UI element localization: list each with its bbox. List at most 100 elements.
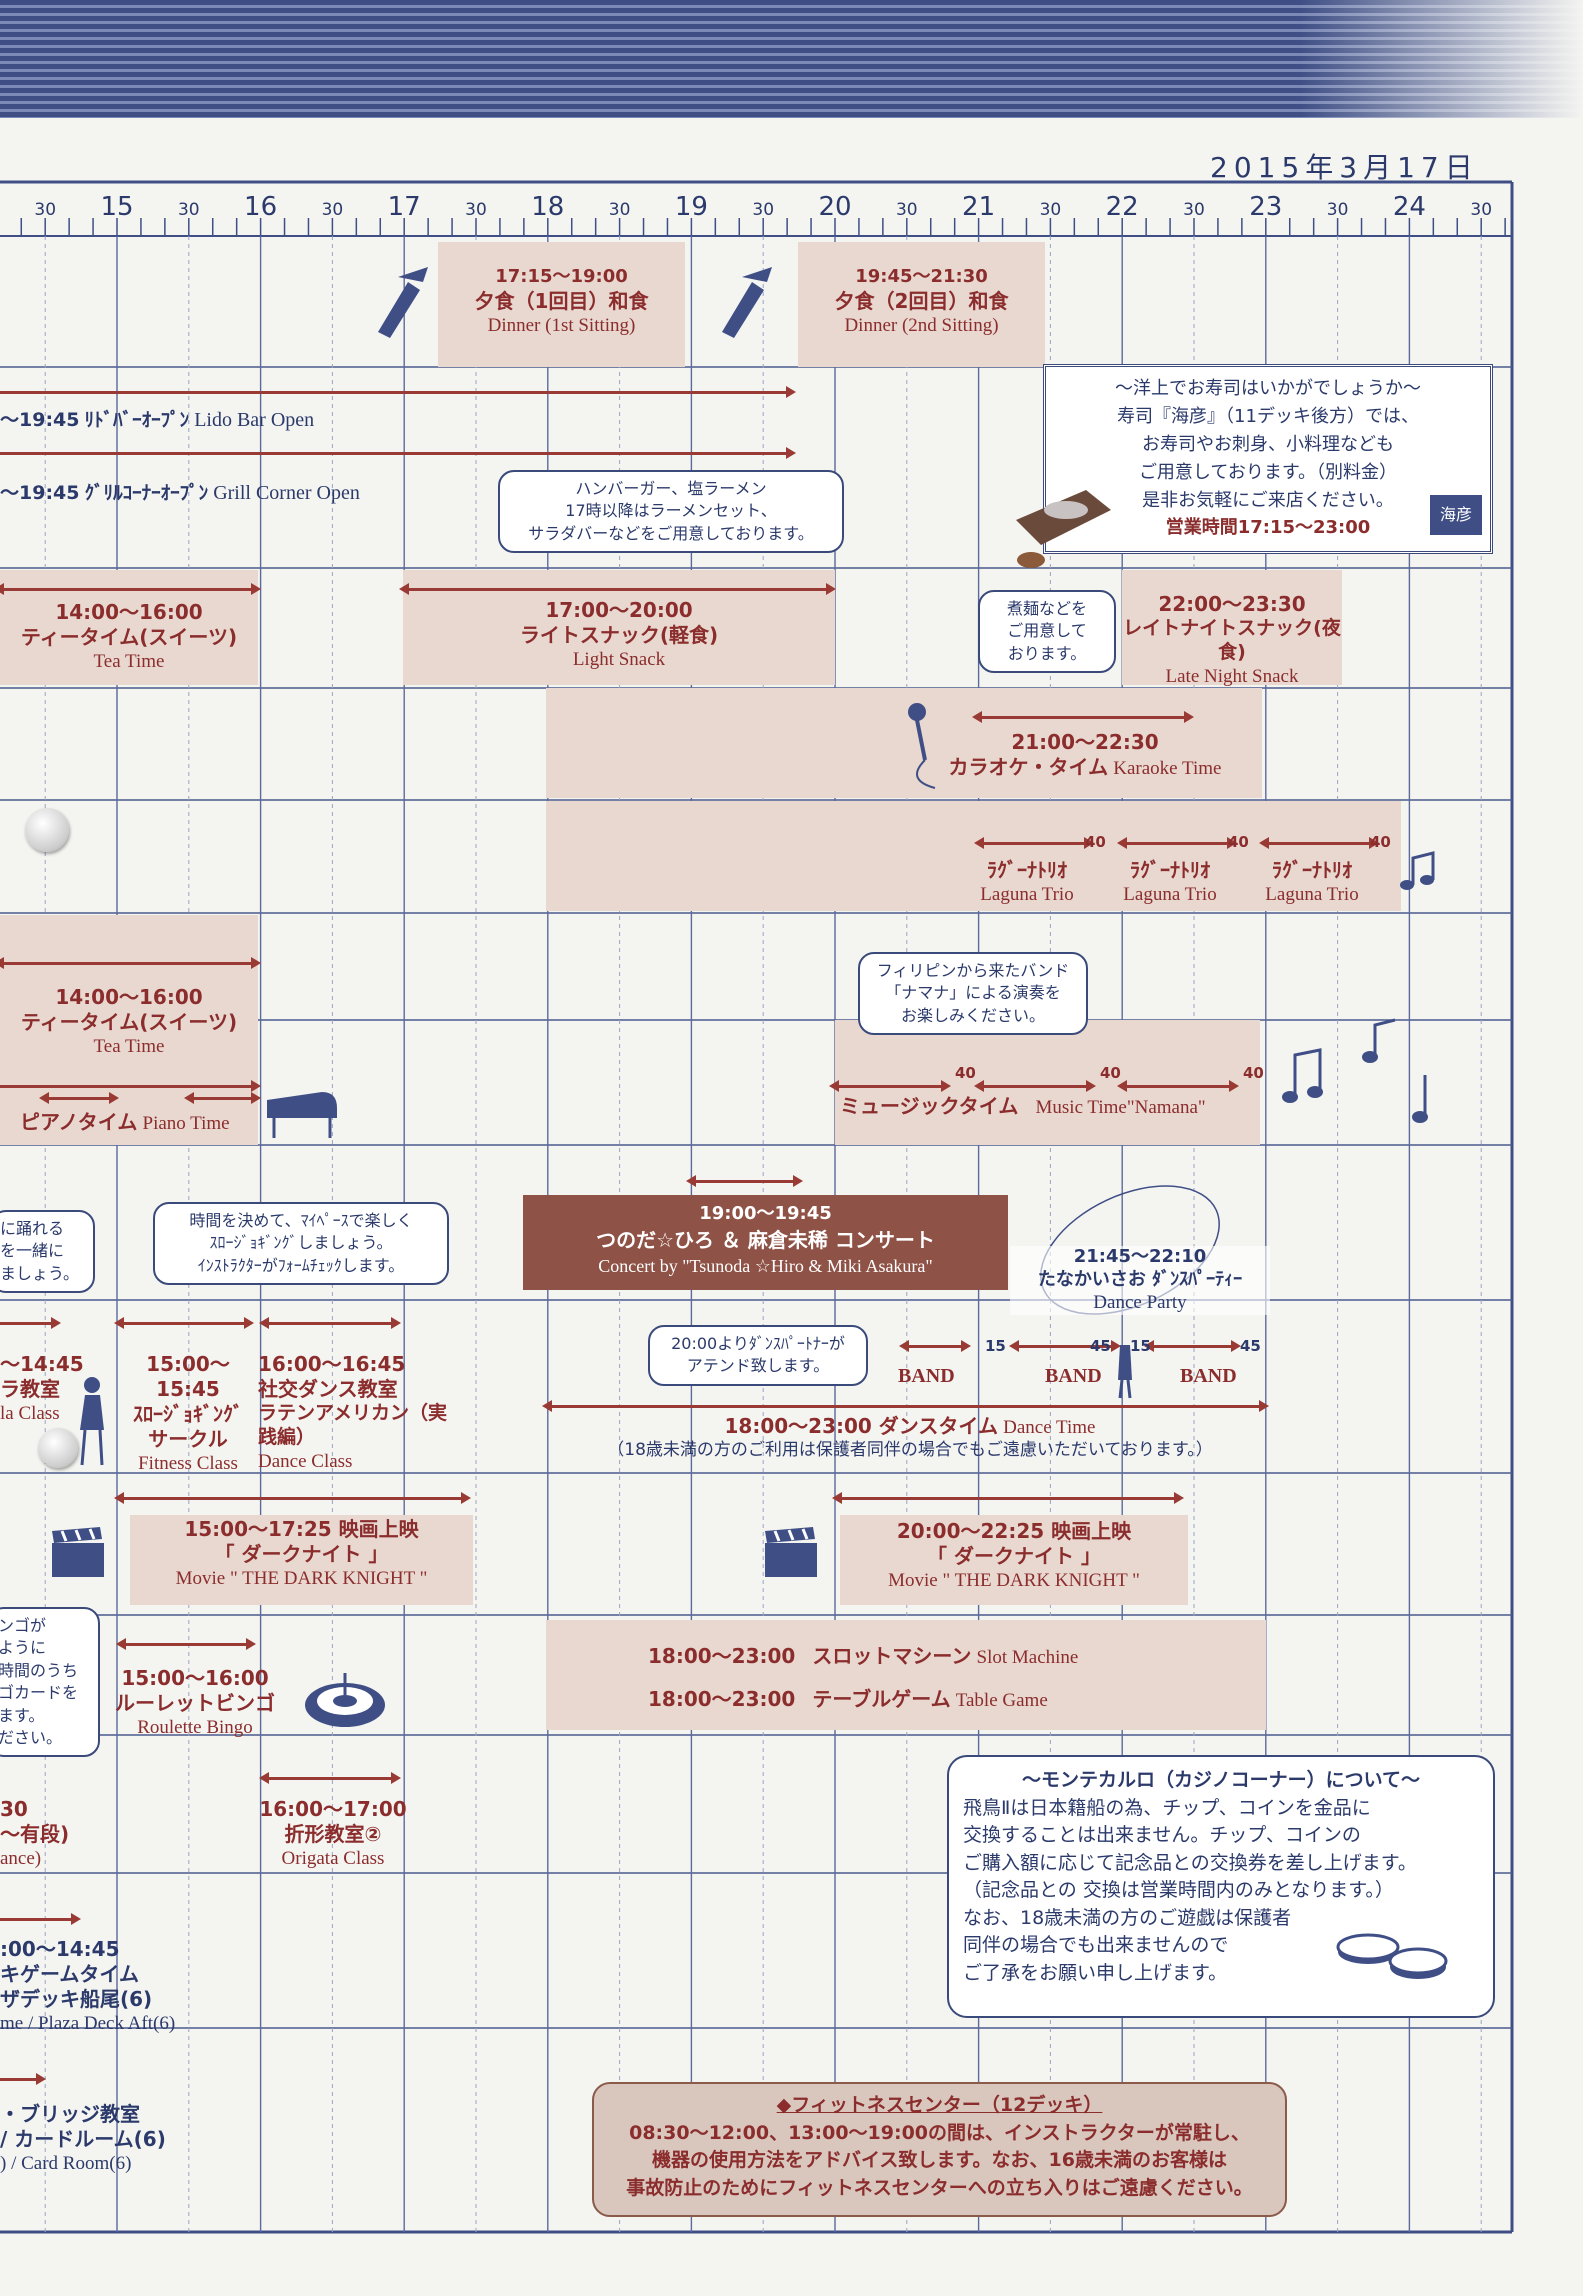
grill-bubble: ハンバーガー、塩ラーメン 17時以降はラーメンセット、 サラダバーなどをご用意し… [498,470,844,554]
fitness-line: 機器の使用方法をアドバイス致します。なお、16歳未満のお客様は [652,2149,1227,2172]
jog-bubble: 時間を決めて、ﾏｲﾍﾟｰｽで楽しく ｽﾛｰｼﾞｮｷﾞﾝｸﾞしましょう。 ｲﾝｽﾄ… [153,1202,449,1286]
half-hour-label: 30 [465,200,487,220]
concert-en: Concert by "Tsunoda ☆Hiro & Miki Asakura… [598,1256,933,1277]
left-dance-jp: 〜有段) [0,1822,70,1846]
light-arrow [399,583,836,595]
hour-label: 17 [388,192,421,222]
hula-jp: ラ教室 [0,1377,60,1401]
tea2: 14:00〜16:00 ティータイム(スイーツ) Tea Time [0,985,258,1059]
piano: ピアノタイム Piano Time [20,1110,230,1136]
dinner1-block [438,242,685,367]
karaoke-jp: カラオケ・タイム [948,755,1109,779]
slot: 18:00〜23:00 スロットマシーン Slot Machine [648,1644,1078,1670]
concert-time: 19:00〜19:45 [699,1203,832,1224]
dancers-icon [1118,1345,1132,1399]
bingo-bubble-line: ます。 [0,1705,45,1725]
partner-bubble-line: 20:00よりﾀﾞﾝｽﾊﾟｰﾄﾅｰが [671,1334,845,1353]
light-en: Light Snack [572,649,666,670]
left-dance-en: ance) [0,1848,42,1869]
hour-label: 23 [1249,192,1282,222]
plaza-en: me / Plaza Deck Aft(6) [0,2013,176,2034]
tea1-time: 14:00〜16:00 [55,600,203,624]
band-mins: 45 [1240,1337,1261,1355]
slot-jp: スロットマシーン [812,1644,972,1668]
movie2-arrow [832,1492,1184,1504]
tea2-en: Tea Time [93,1036,165,1057]
half-hour-label: 30 [1040,200,1062,220]
fitness-line: 08:30〜12:00、13:00〜19:00の間は、インストラクターが常駐し、 [629,2121,1250,2144]
band-arrow [1144,1340,1241,1352]
concert: 19:00〜19:45 つのだ☆ひろ ＆ 麻倉未稀 コンサート Concert … [523,1195,1008,1290]
dancetime-en: Dance Time [1003,1417,1096,1438]
plaza-jp2: ザデッキ船尾(6) [0,1987,153,2011]
lido-arrow [0,386,796,398]
tea2-arrow [0,957,261,969]
tea2-jp: ティータイム(スイーツ) [20,1010,238,1034]
sushi-logo: 海彦 [1430,495,1482,535]
clapperboard-icon [52,1527,104,1577]
casino-chips-icon [1336,1933,1448,1979]
party-jp: たなかいさお ﾀﾞﾝｽﾊﾟｰﾃｨｰ [1037,1268,1243,1290]
hour-label: 20 [818,192,851,222]
band-bubble-line: フィリピンから来たバンド [876,961,1070,980]
dance-bubble-left: に踊れる を一緒に ましょう。 [0,1210,95,1294]
jogging-arrow [114,1317,254,1329]
jog-bubble-line: ｲﾝｽﾄﾗｸﾀｰがﾌｫｰﾑﾁｪｯｸします。 [197,1255,405,1275]
dinner2-jp: 夕食（2回目）和食 [834,288,1009,313]
bridge: ・ブリッジ教室 / カードルーム(6) ) / Card Room(6) [0,2102,166,2176]
jog-bubble-line: ｽﾛｰｼﾞｮｷﾞﾝｸﾞしましょう。 [209,1233,393,1253]
grill-bubble-line: サラダバーなどをご用意しております。 [528,523,814,543]
music-notes-icon [1282,1018,1428,1123]
casino-line: 飛鳥Ⅱは日本籍船の為、チップ、コインを金品に [963,1796,1371,1819]
origami-time: 16:00〜17:00 [259,1797,407,1821]
laguna-mins: 40 [1370,833,1391,851]
casino-block [546,1620,1266,1730]
bingo-bubble: ンゴが ように 時間のうち ゴカードを ます。 ださい。 [0,1607,100,1758]
concert-arrow [686,1175,803,1187]
left-dance: 30 〜有段) ance) [0,1797,69,1871]
music-block [835,1020,1260,1145]
sushi-icon [1016,490,1111,568]
origami-jp: 折形教室② [284,1822,382,1846]
dancetime: 18:00〜23:00 ダンスタイム Dance Time （18歳未満の方のご… [560,1414,1260,1461]
late-en: Late Night Snack [1165,665,1299,687]
origami-arrow [259,1772,401,1784]
music-en: Music Time"Namana" [1035,1097,1206,1118]
piano-arrow-1 [39,1092,119,1104]
karaoke: 21:00〜22:30 カラオケ・タイム Karaoke Time [915,730,1255,781]
hula-dancer-icon [80,1377,104,1466]
casino-line: 交換することは出来ません。チップ、コインの [963,1824,1361,1847]
slot-en: Slot Machine [976,1647,1079,1668]
social-jp1: 社交ダンス教室 [258,1377,398,1401]
band-arrow [899,1340,971,1352]
half-hour-label: 30 [896,200,918,220]
dinner1-time: 17:15〜19:00 [495,266,628,287]
grill-bubble-line: ハンバーガー、塩ラーメン [575,479,767,498]
half-hour-label: 30 [1470,200,1492,220]
laguna-en: Laguna Trio [1265,884,1359,905]
jogging: 15:00〜15:45 ｽﾛｰｼﾞｮｷﾞﾝｸﾞ サークル Fitness Cla… [118,1352,258,1476]
half-hour-label: 30 [34,200,56,220]
bingo-bubble-line: 時間のうち [0,1660,79,1680]
dancetime-jp: 18:00〜23:00 ダンスタイム [724,1414,999,1438]
karaoke-time: 21:00〜22:30 [1011,730,1159,754]
band-label: BAND [898,1365,955,1387]
late: 22:00〜23:30 レイトナイトスナック(夜食) Late Night Sn… [1122,592,1342,688]
music-notes-icon [1400,851,1435,890]
late-time: 22:00〜23:30 [1158,592,1306,616]
noodle-line: ご用意して [1007,621,1087,641]
half-hour-label: 30 [1183,200,1205,220]
hour-label: 22 [1106,192,1139,222]
band-bubble: フィリピンから来たバンド 「ナマナ」による演奏を お楽しみください。 [858,952,1088,1036]
half-hour-label: 30 [609,200,631,220]
social-time: 16:00〜16:45 [258,1352,406,1376]
dinner1-en: Dinner (1st Sitting) [487,314,636,336]
music-arrow [829,1080,951,1092]
hour-label: 16 [244,192,277,222]
tea1-en: Tea Time [93,651,165,672]
header-band-fade [1300,0,1583,118]
bingo: 15:00〜16:00 ルーレットビンゴ Roulette Bingo [110,1666,280,1740]
bridge-en: ) / Card Room(6) [0,2153,132,2174]
bridge-jp2: / カードルーム(6) [0,2127,166,2151]
hour-label: 21 [962,192,995,222]
